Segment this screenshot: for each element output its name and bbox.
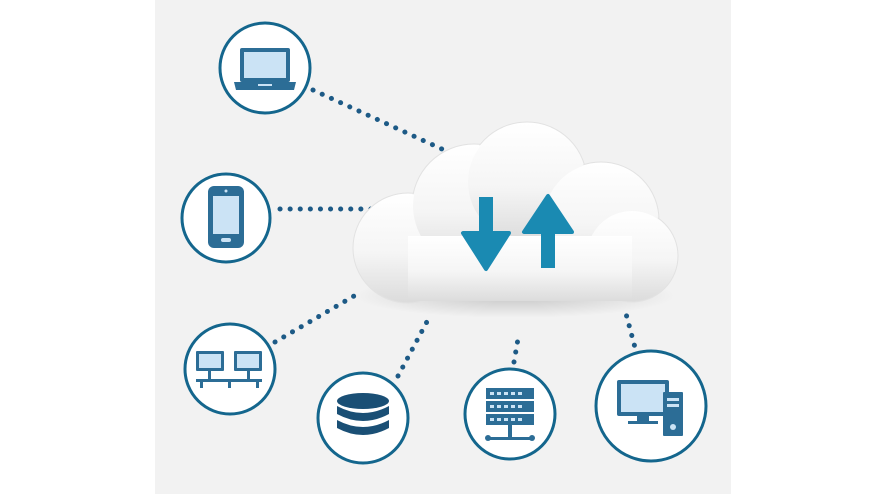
desktop-computer-icon (617, 380, 683, 436)
download-arrow-icon (461, 197, 511, 271)
connector-database (395, 313, 433, 379)
network-icon (196, 351, 262, 388)
connectors (272, 87, 640, 379)
smartphone-icon (208, 186, 244, 248)
upload-arrow-icon (522, 194, 574, 268)
database-icon (337, 393, 389, 435)
connector-laptop (310, 87, 458, 158)
cloud-icon (352, 121, 679, 318)
laptop-icon (234, 48, 296, 90)
connector-desktop (622, 307, 640, 358)
server-rack-icon (485, 388, 535, 441)
connector-server (511, 330, 522, 365)
connector-network (272, 293, 357, 345)
network-node (183, 322, 277, 416)
